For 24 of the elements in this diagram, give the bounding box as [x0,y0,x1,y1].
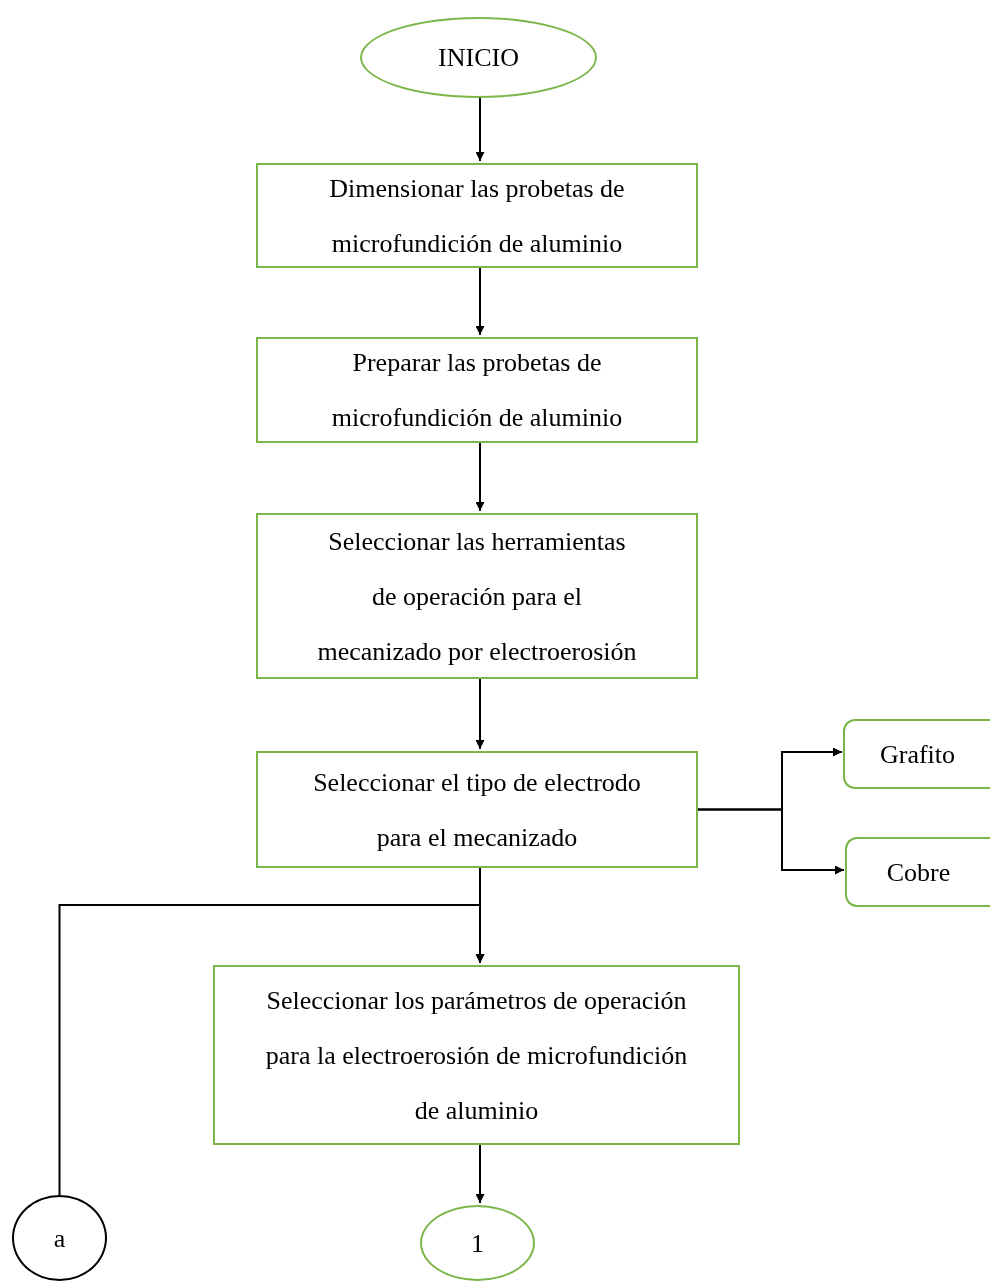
arrow [697,808,845,875]
option-box [843,719,990,789]
node-text: INICIO [438,42,519,74]
option-box [845,837,990,907]
node-text: Dimensionar las probetas de microfundición de aluminio [328,172,626,260]
node-text: a [53,1222,66,1255]
process-box [256,163,698,268]
process-box [213,965,740,1145]
process-box [256,751,698,868]
process-box [256,513,698,679]
node-text: Grafito [879,738,956,771]
node-text: Seleccionar el tipo de electrodo para el mecanizado [312,766,642,854]
arrow [475,442,485,512]
arrow [475,267,485,336]
process-box [256,337,698,443]
arrow [475,97,485,162]
node-text: Seleccionar los parámetros de operación para la electroerosión de microfundición de aluminio [264,984,689,1127]
arrow [475,1144,485,1204]
arrow [475,678,485,750]
node-text: 1 [471,1227,484,1260]
node-text: Cobre [886,856,951,889]
arrow [58,904,485,1196]
node-text: Preparar las probetas de microfundición de aluminio [330,347,624,434]
node-text: Seleccionar las herramientas de operación para el mecanizado por electroerosión [316,525,638,668]
